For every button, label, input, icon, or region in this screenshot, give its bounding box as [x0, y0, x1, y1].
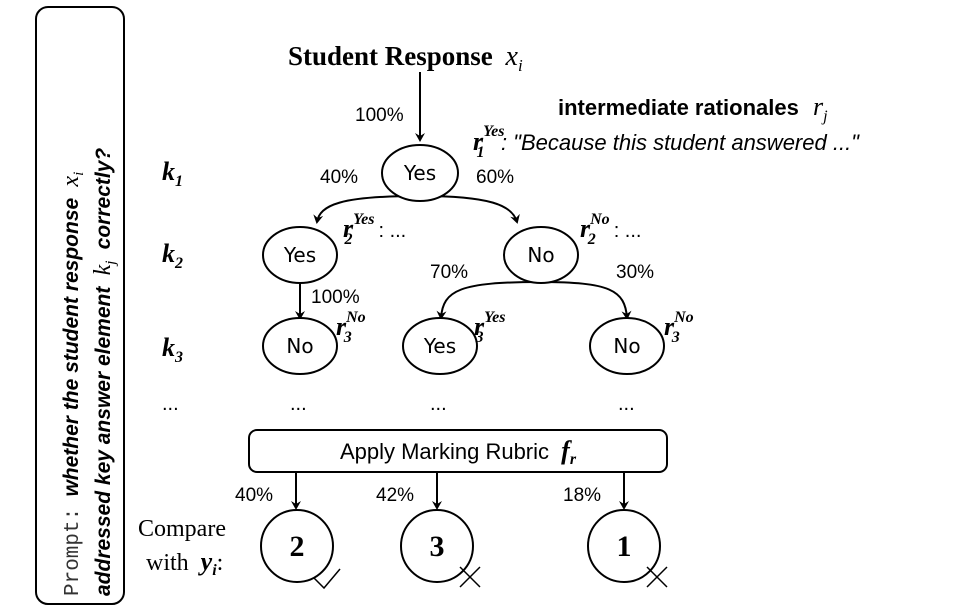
- svg-text:Yes: Yes: [403, 161, 436, 185]
- diagram-title: Student Response xi: [288, 41, 523, 75]
- rationales-heading: intermediate rationales rj: [558, 92, 828, 125]
- score-circle-1: 1: [587, 509, 661, 583]
- compare-label-line2: with yi:: [146, 547, 223, 579]
- svg-text:No: No: [613, 334, 640, 358]
- svg-text:Yes: Yes: [423, 334, 456, 358]
- svg-text:Apply Marking Rubric fr: Apply Marking Rubric fr: [340, 436, 577, 468]
- pct-right-right: 30%: [616, 262, 654, 283]
- cross-icon: [646, 566, 668, 588]
- svg-text:2: 2: [290, 530, 305, 563]
- pct-left-down: 100%: [311, 287, 360, 308]
- pct-out-3: 18%: [563, 485, 601, 506]
- svg-text:3: 3: [430, 530, 445, 563]
- check-icon: [313, 568, 341, 590]
- node-level3-a: No: [262, 317, 338, 375]
- pct-right-left: 70%: [430, 262, 468, 283]
- svg-text:Yes: Yes: [283, 243, 316, 267]
- edge-right-left: [436, 281, 541, 320]
- pct-root-in: 100%: [355, 105, 404, 126]
- node-level2-right: No: [503, 226, 579, 284]
- prompt-box: [35, 6, 125, 605]
- node-level3-c: No: [589, 317, 665, 375]
- pct-root-left: 40%: [320, 167, 358, 188]
- edge-right-right: [539, 281, 632, 320]
- ellipsis-2: ...: [618, 393, 635, 415]
- svg-text:No: No: [527, 243, 554, 267]
- svg-text:addressed key answer element: addressed key answer element kj correctl…: [90, 148, 120, 596]
- svg-text:No: No: [286, 334, 313, 358]
- edge-root-left: [313, 195, 421, 224]
- node-level3-b: Yes: [402, 317, 478, 375]
- ellipsis-1: ...: [430, 393, 447, 415]
- svg-text:Prompt: whether the stud: Prompt: whether the student response xi: [58, 172, 87, 596]
- pct-root-right: 60%: [476, 167, 514, 188]
- level-k2: k2: [162, 239, 183, 272]
- node-level2-left: Yes: [262, 226, 338, 284]
- prompt-line-1: Prompt: whether the student response xi: [58, 172, 87, 596]
- level-k1: k1: [162, 157, 183, 190]
- prompt-line-2: addressed key answer element kj correctl…: [90, 148, 120, 596]
- score-circle-3: 3: [400, 509, 474, 583]
- level-k3: k3: [162, 333, 183, 366]
- node-root: Yes: [381, 144, 459, 202]
- rubric-box: Apply Marking Rubric fr: [248, 429, 668, 473]
- ellipsis-0: ...: [290, 393, 307, 415]
- score-circle-2: 2: [260, 509, 334, 583]
- cross-icon: [459, 566, 481, 588]
- pct-out-2: 42%: [376, 485, 414, 506]
- pct-out-1: 40%: [235, 485, 273, 506]
- svg-text:1: 1: [617, 530, 632, 563]
- level-ellipsis: ...: [162, 393, 179, 415]
- compare-label-line1: Compare: [138, 516, 226, 542]
